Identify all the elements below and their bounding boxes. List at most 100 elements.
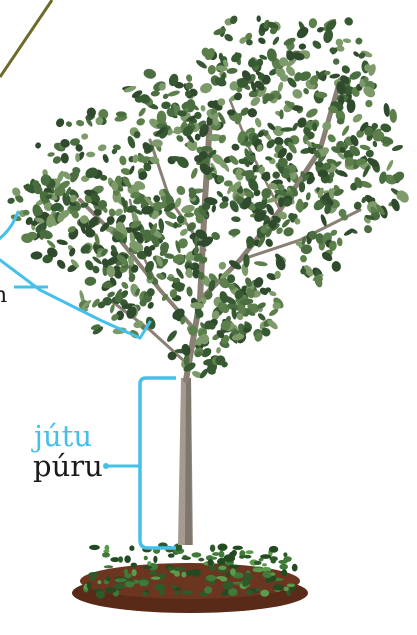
- leaf: [319, 213, 327, 226]
- ground-leaf: [161, 573, 165, 577]
- ground-leaf: [244, 555, 252, 559]
- leaf: [84, 276, 96, 286]
- label-puru: púru: [33, 452, 103, 481]
- leaf: [365, 99, 373, 107]
- ground-leaf: [106, 577, 111, 582]
- leaf: [150, 90, 160, 97]
- leaf: [326, 133, 337, 144]
- leaf: [271, 36, 280, 46]
- leaf: [231, 143, 241, 152]
- leaf: [200, 105, 206, 112]
- leaf: [298, 43, 306, 50]
- leaf: [291, 87, 305, 100]
- trunk-bracket: [140, 378, 176, 548]
- leaf: [47, 152, 55, 158]
- ground-leaf: [233, 546, 243, 550]
- leaf: [277, 81, 284, 92]
- leaf: [231, 216, 241, 223]
- leaf: [97, 143, 107, 152]
- ground-leaf: [230, 568, 236, 575]
- leaf: [120, 281, 130, 291]
- leaf: [86, 152, 95, 158]
- leaf: [331, 261, 342, 273]
- ground-leaf: [210, 545, 215, 552]
- leaf: [167, 89, 180, 97]
- leaf: [254, 117, 263, 128]
- leaf: [217, 98, 225, 106]
- leaf: [389, 109, 397, 123]
- ground-leaf: [287, 584, 295, 588]
- leaf: [173, 222, 178, 229]
- ground-leaf: [102, 552, 110, 557]
- trunk-leader-dot: [103, 463, 109, 469]
- ground-leaf: [149, 571, 158, 575]
- leaf: [30, 251, 42, 260]
- leaf: [354, 36, 364, 46]
- leaf: [153, 194, 161, 202]
- ground-leaf: [171, 585, 177, 589]
- ground-leaf: [132, 569, 137, 576]
- ground-leaf: [97, 580, 101, 584]
- leaf: [180, 203, 195, 214]
- leaf: [55, 258, 67, 270]
- leaf: [228, 228, 241, 237]
- leaf: [190, 167, 199, 180]
- ground-leaf: [242, 580, 248, 587]
- ground-leaf: [253, 568, 264, 572]
- ground-leaf: [284, 587, 289, 592]
- ground-leaf: [115, 578, 127, 582]
- ground-leaf: [256, 588, 261, 592]
- leaf: [272, 171, 281, 180]
- ground-leaf: [212, 552, 220, 556]
- ground-leaf: [125, 581, 135, 587]
- leaf: [296, 199, 303, 213]
- leaf: [211, 204, 216, 212]
- ground-leaf: [142, 566, 152, 569]
- ground-leaf: [209, 565, 216, 571]
- leaf: [198, 81, 213, 95]
- leaf: [378, 171, 388, 185]
- ground-leaf: [273, 584, 284, 590]
- trunk-shade: [185, 378, 192, 545]
- leaf: [34, 142, 42, 150]
- ground-leaf: [124, 555, 131, 563]
- leaf: [249, 95, 262, 108]
- ground-leaf: [168, 553, 175, 557]
- leaf: [299, 254, 307, 263]
- leaf: [343, 38, 352, 44]
- leaf: [340, 64, 352, 76]
- ground-leaf: [105, 587, 117, 593]
- ground-leaf: [89, 545, 100, 550]
- ground-leaf: [88, 572, 98, 577]
- leaf: [351, 112, 364, 124]
- ground-leaf: [114, 584, 125, 589]
- ground-leaf: [87, 582, 92, 590]
- leaf: [311, 39, 323, 51]
- ground-leaf: [131, 563, 137, 568]
- ground-leaf: [218, 566, 226, 570]
- ground-leaf: [174, 571, 180, 577]
- leaf: [102, 153, 110, 163]
- leaf: [308, 18, 318, 29]
- leaf: [264, 237, 274, 248]
- leaf: [185, 74, 193, 83]
- leaf: [137, 107, 147, 118]
- ground-leaf: [104, 565, 114, 568]
- leaf: [365, 149, 374, 158]
- ground-leaf: [269, 546, 278, 553]
- ground-leaf: [105, 545, 110, 551]
- ground-leaf: [129, 545, 134, 551]
- leaf: [254, 260, 268, 266]
- ground-leaf: [144, 556, 148, 561]
- ground-leaf: [90, 577, 96, 581]
- leaf: [75, 119, 84, 127]
- leaf: [7, 197, 16, 205]
- ground-leaf: [260, 590, 269, 597]
- ground-leaf: [246, 550, 254, 554]
- ground-leaf: [271, 559, 276, 563]
- leaf: [195, 59, 208, 70]
- ground-leaf: [147, 561, 151, 565]
- leaf: [52, 155, 63, 165]
- leaf: [108, 208, 116, 217]
- ground-leaf: [96, 591, 105, 599]
